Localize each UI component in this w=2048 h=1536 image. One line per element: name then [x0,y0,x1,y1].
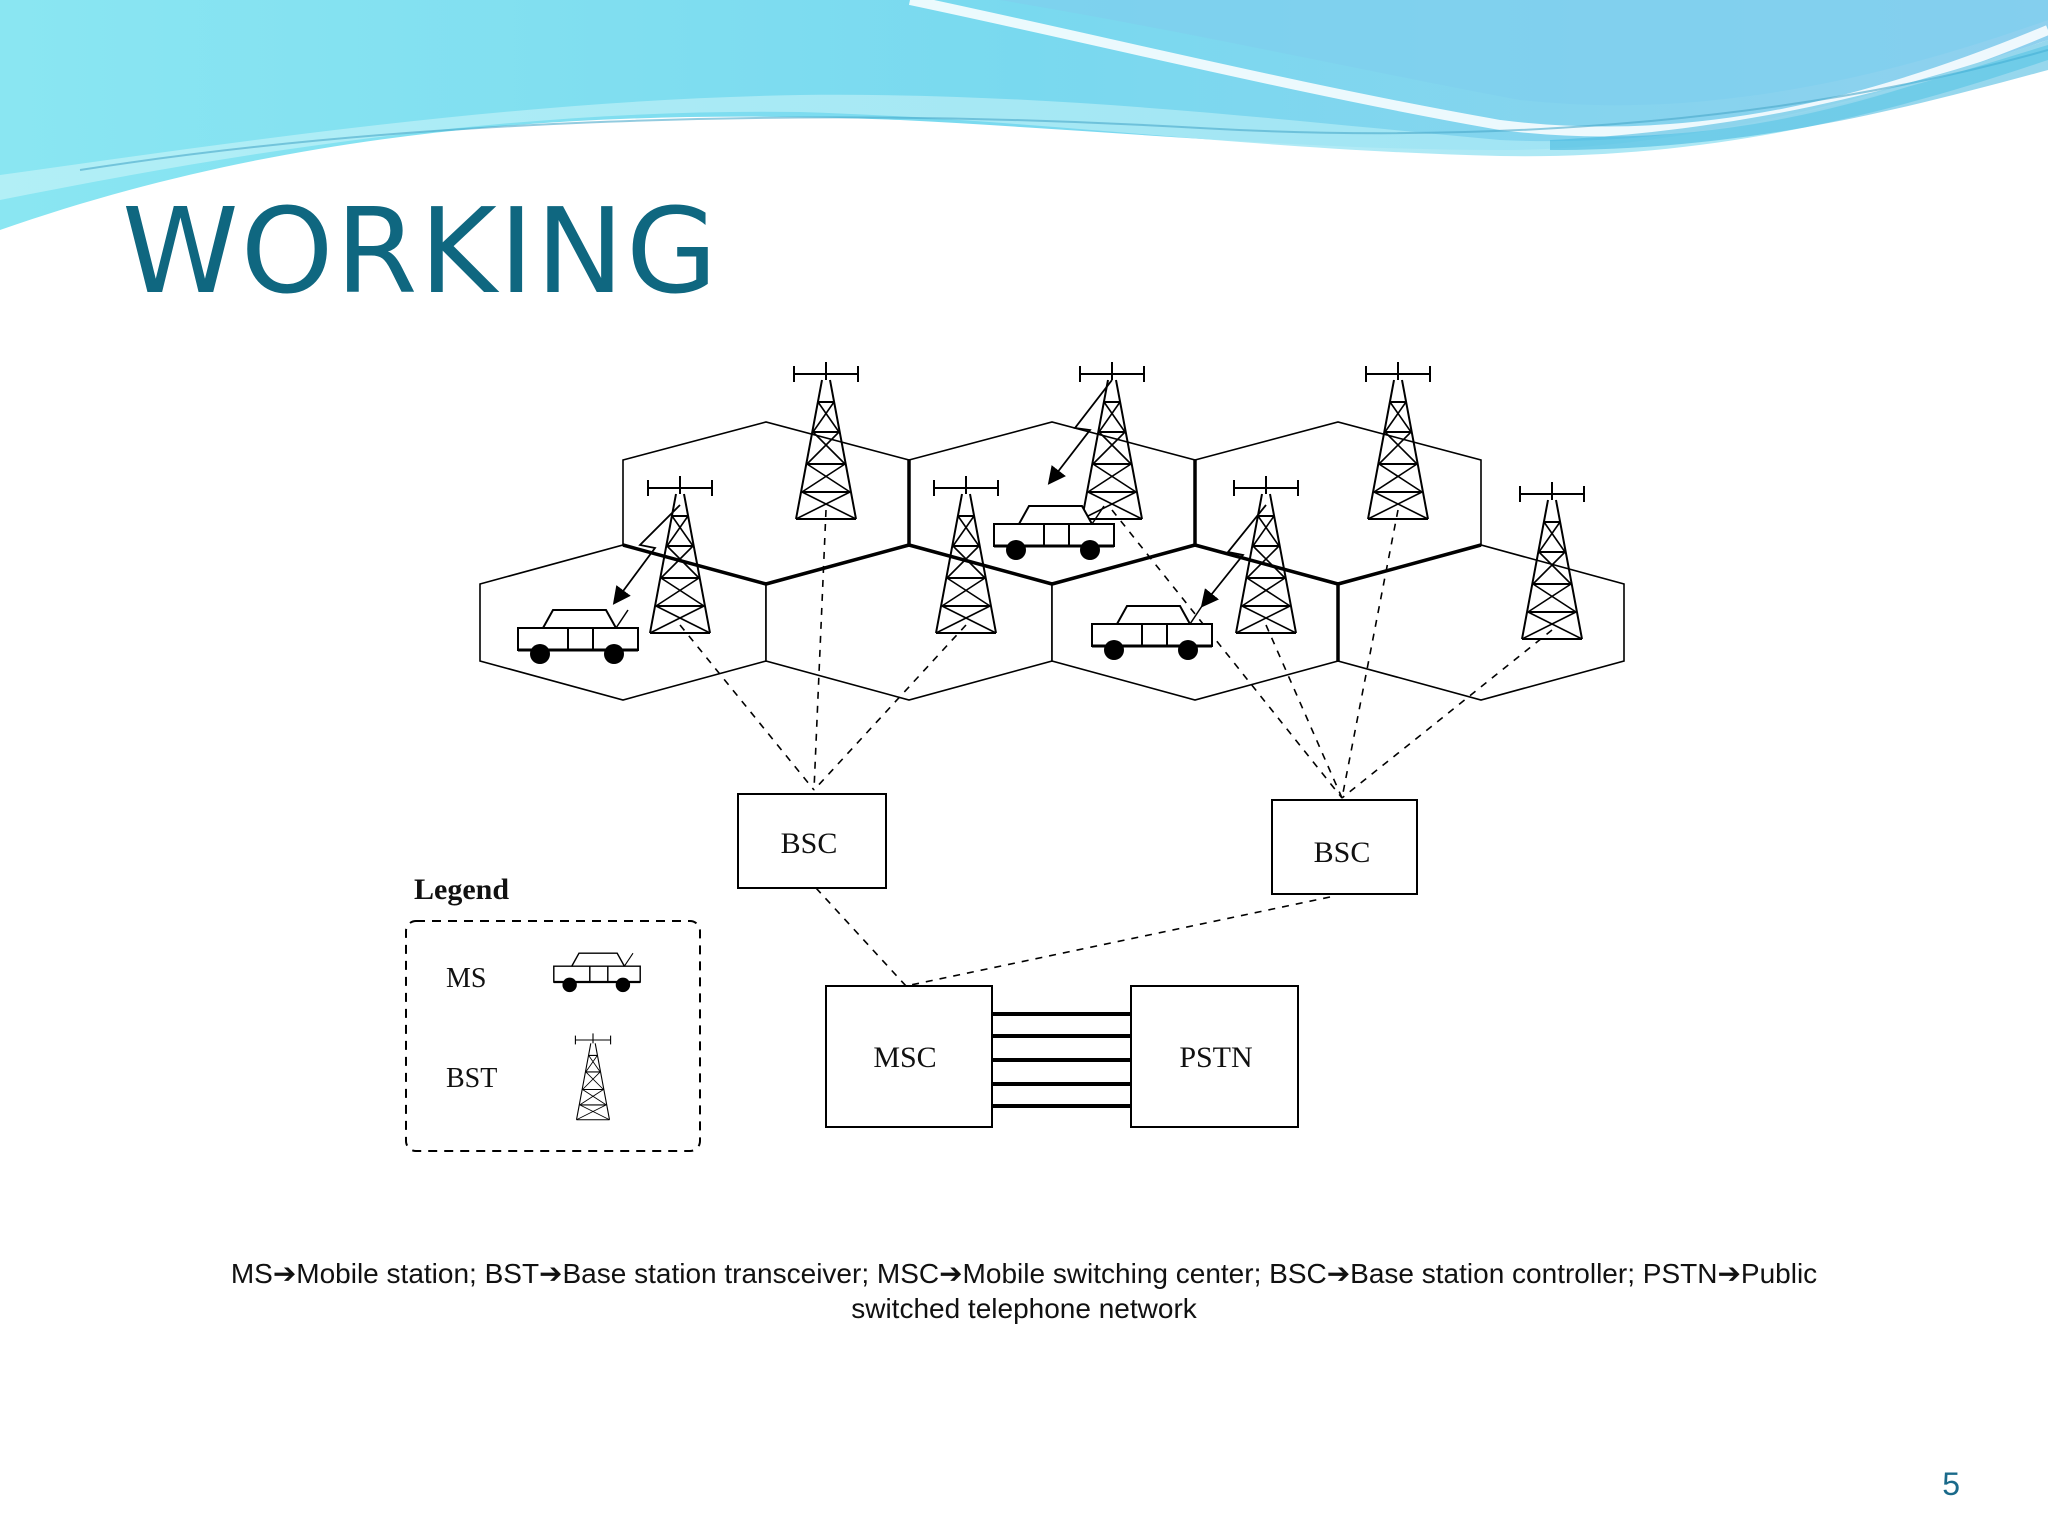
legend-box [405,920,701,1152]
legend-title: Legend [414,873,509,906]
bsc-right-label: BSC [1314,836,1371,869]
footnote-line-2: switched telephone network [851,1293,1197,1324]
slide-title: WORKING [122,182,720,320]
legend-bst-label: BST [446,1063,497,1094]
bsc-left-label: BSC [781,827,838,860]
cell-grid [479,421,1625,701]
legend-car-icon [552,952,642,994]
legend-tower-icon [574,1032,612,1121]
pstn-box [1130,985,1299,1128]
bsc-left-box [737,793,887,889]
top-wave-decoration [0,0,2048,230]
radio-link-arrows [612,379,1267,608]
page-number: 5 [1942,1466,1960,1502]
footnote-line-1: MS➔Mobile station; BST➔Base station tran… [230,1258,1818,1289]
msc-label: MSC [873,1041,936,1074]
tower-to-bsc-links [679,509,1553,987]
bsc-right-box [1271,799,1418,895]
legend-ms-label: MS [446,963,486,994]
trunk-lines [992,1012,1131,1108]
abbreviations-footnote: MS➔Mobile station; BST➔Base station tran… [170,1256,1878,1326]
pstn-label: PSTN [1179,1041,1252,1074]
msc-box [825,985,993,1128]
